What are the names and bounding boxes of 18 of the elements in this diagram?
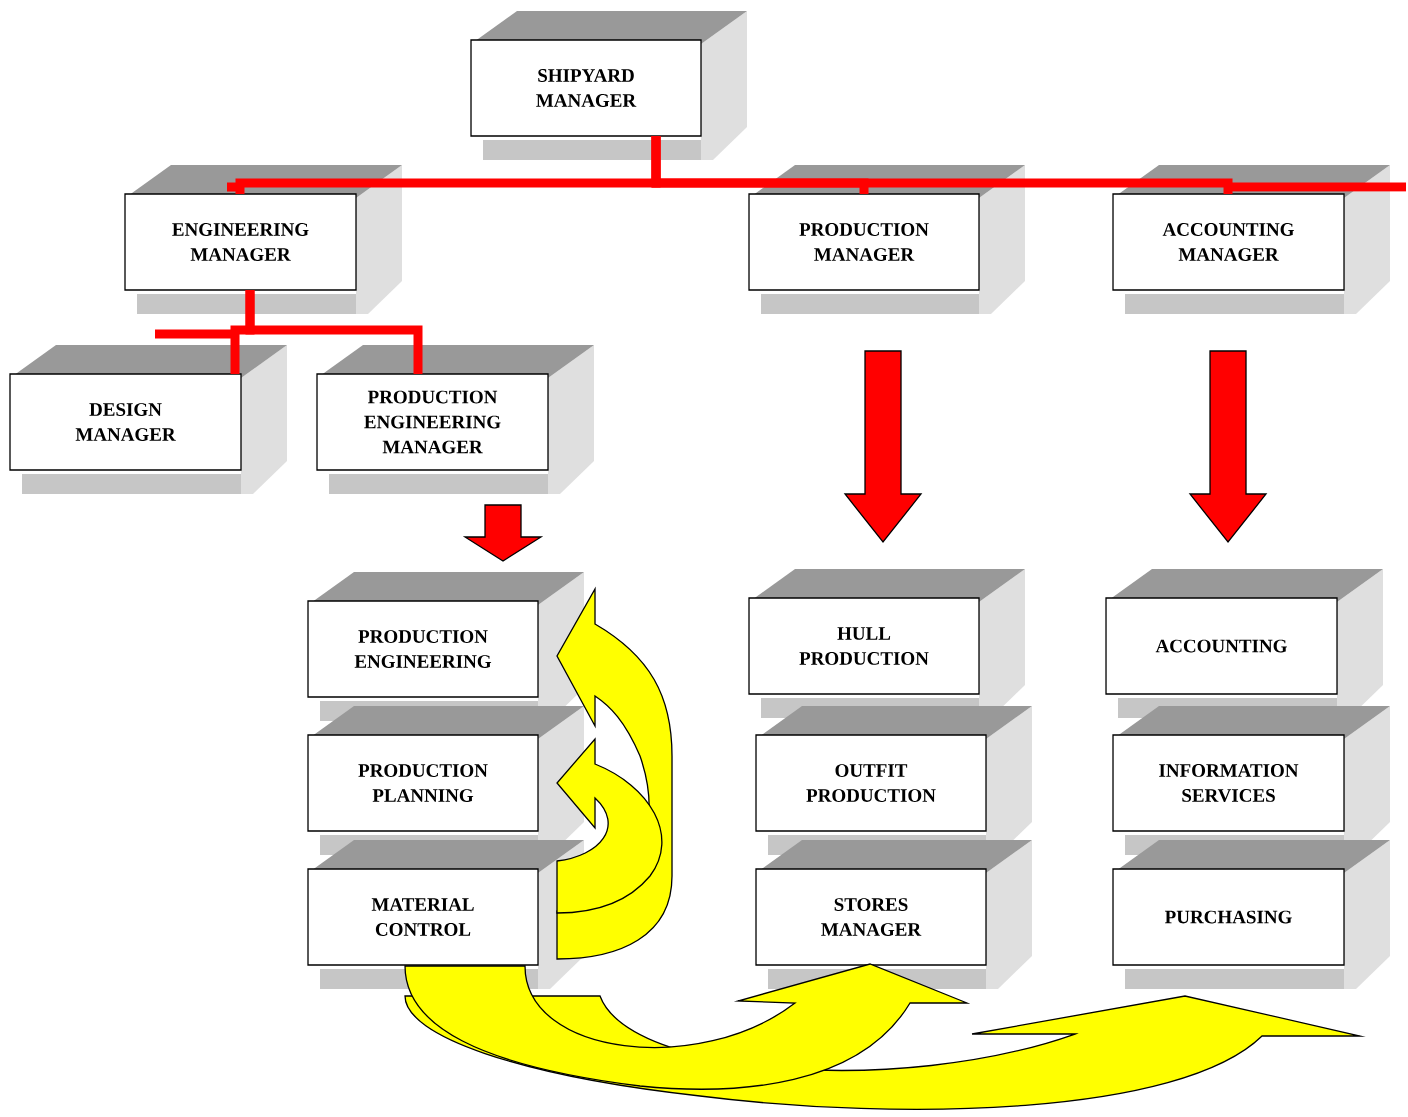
org-box: PURCHASING: [1112, 840, 1390, 989]
org-box: OUTFIT PRODUCTION: [755, 706, 1032, 855]
org-box: DESIGN MANAGER: [9, 345, 287, 494]
org-box: INFORMATION SERVICES: [1112, 706, 1390, 855]
org-box: HULL PRODUCTION: [748, 569, 1025, 718]
block-arrow: [843, 350, 923, 544]
org-box: ACCOUNTING MANAGER: [1112, 165, 1390, 314]
org-box: STORES MANAGER: [755, 840, 1032, 989]
org-box: ENGINEERING MANAGER: [124, 165, 402, 314]
org-box: SHIPYARD MANAGER: [470, 11, 747, 160]
org-box: PRODUCTION ENGINEERING MANAGER: [316, 345, 594, 494]
block-arrow: [1188, 350, 1268, 544]
org-box: PRODUCTION MANAGER: [748, 165, 1025, 314]
connector-line: [245, 290, 423, 374]
org-box: ACCOUNTING: [1105, 569, 1383, 718]
curved-arrow: [556, 738, 663, 914]
block-arrow: [462, 504, 544, 562]
connector-line: [651, 136, 1233, 194]
